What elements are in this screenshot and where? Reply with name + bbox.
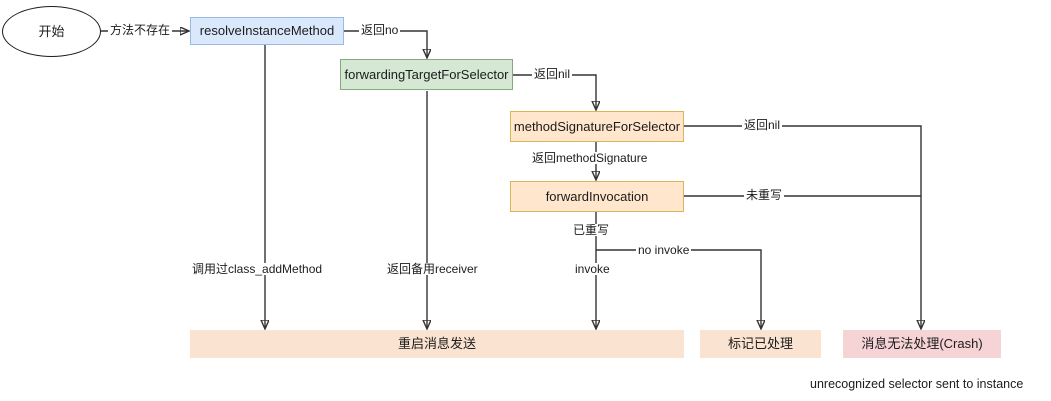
node-restart-message-send-label: 重启消息发送 — [397, 336, 476, 352]
node-method-signature-for-selector-label: methodSignatureForSelector — [513, 118, 681, 134]
node-start-label: 开始 — [38, 23, 65, 39]
node-forwarding-target-for-selector[interactable]: forwardingTargetForSelector — [340, 59, 513, 90]
edge-label-invoke: invoke — [573, 262, 612, 276]
node-mark-handled-label: 标记已处理 — [727, 336, 793, 352]
edge-label-return-nil-2: 返回nil — [742, 118, 783, 132]
crash-note: unrecognized selector sent to instance — [810, 377, 1024, 391]
edge-label-overridden: 已重写 — [571, 223, 612, 237]
node-resolve-instance-method[interactable]: resolveInstanceMethod — [190, 17, 344, 45]
edge-label-method-not-exist: 方法不存在 — [108, 23, 173, 37]
node-method-signature-for-selector[interactable]: methodSignatureForSelector — [510, 111, 684, 142]
node-crash-label: 消息无法处理(Crash) — [861, 336, 983, 352]
node-mark-handled[interactable]: 标记已处理 — [700, 330, 821, 358]
edge-label-return-method-signature: 返回methodSignature — [530, 151, 650, 165]
edge-methodsignature-to-crash — [684, 125, 921, 328]
node-resolve-instance-method-label: resolveInstanceMethod — [199, 23, 335, 39]
edge-label-not-overridden: 未重写 — [744, 188, 785, 202]
edge-forwardinvocation-to-markhandled — [596, 249, 761, 328]
node-start[interactable]: 开始 — [2, 6, 101, 57]
edge-label-no-invoke: no invoke — [636, 243, 692, 257]
edge-label-return-no: 返回no — [359, 23, 401, 37]
edge-label-called-class-add-method: 调用过class_addMethod — [190, 262, 325, 276]
edge-label-return-backup-receiver: 返回备用receiver — [385, 262, 480, 276]
node-crash[interactable]: 消息无法处理(Crash) — [843, 330, 1001, 358]
node-restart-message-send[interactable]: 重启消息发送 — [190, 330, 684, 358]
node-forwarding-target-for-selector-label: forwardingTargetForSelector — [344, 66, 509, 82]
edge-label-return-nil-1: 返回nil — [532, 67, 573, 81]
node-forward-invocation-label: forwardInvocation — [545, 188, 649, 204]
node-forward-invocation[interactable]: forwardInvocation — [510, 181, 684, 212]
